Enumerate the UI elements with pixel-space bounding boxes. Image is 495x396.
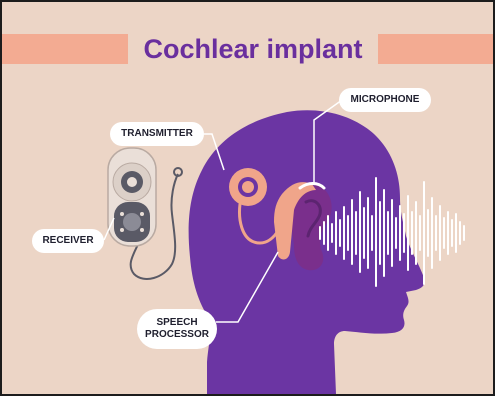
label-speech-processor: SPEECH PROCESSOR — [137, 309, 217, 349]
label-speech-processor-line1: SPEECH — [145, 317, 209, 329]
transmitter-coil-icon — [229, 168, 267, 206]
label-microphone: MICROPHONE — [339, 88, 431, 112]
label-receiver: RECEIVER — [32, 229, 104, 253]
receiver-device-icon — [108, 148, 182, 279]
label-speech-processor-line2: PROCESSOR — [145, 329, 209, 341]
label-transmitter: TRANSMITTER — [110, 122, 204, 146]
